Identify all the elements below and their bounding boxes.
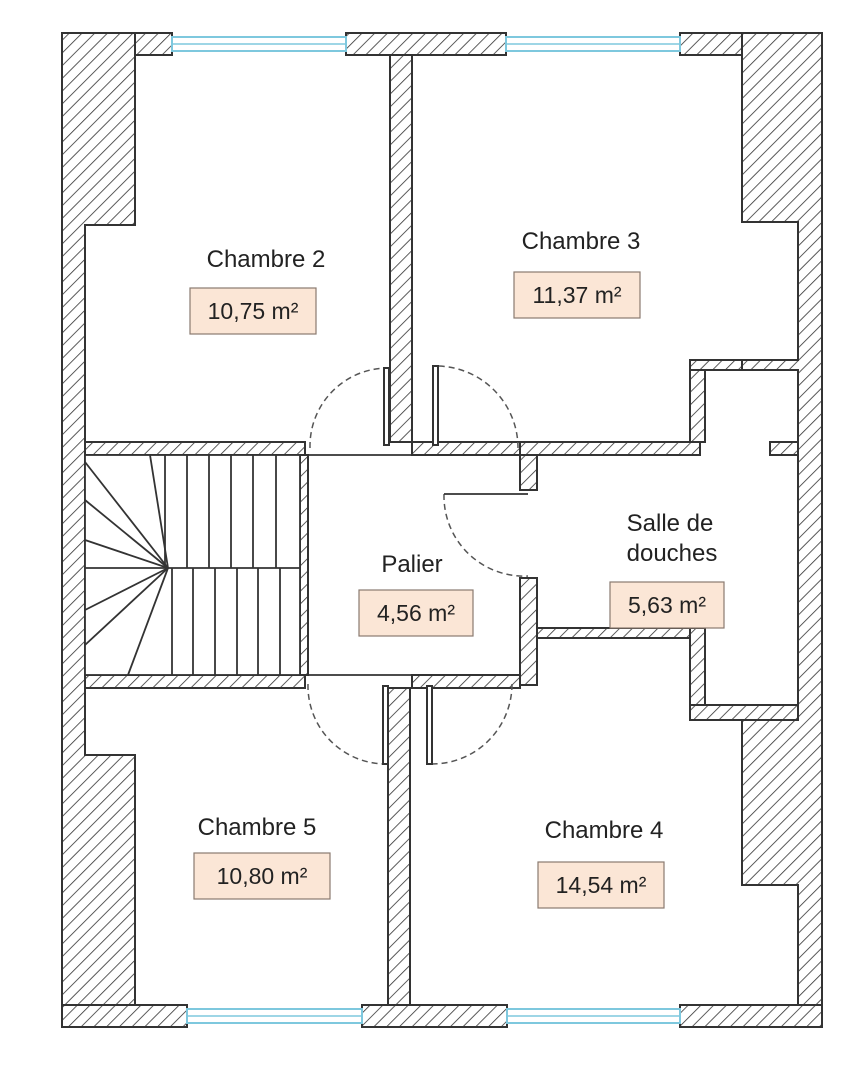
door-chambre-4[interactable] [426,683,513,765]
salle-de-douches-name-line1: Salle de [627,510,714,537]
chambre-2-area: 10,75 m² [208,298,299,324]
chambre-4-area-box [537,861,665,909]
landing-outline [308,454,520,676]
salle-de-douches-name-line2: douches [627,540,718,567]
door-salle-de-douches[interactable] [443,493,529,577]
staircase [84,454,301,676]
wall-closet-upper-side [689,369,706,443]
wall-above-stairs [84,441,306,456]
salle-de-douches-area: 5,63 m² [628,592,706,618]
palier-name: Palier [381,551,442,578]
exterior-walls [61,32,823,1028]
chambre-5-area: 10,80 m² [217,863,308,889]
wall-right [741,32,823,1006]
chambre-2-area-box [189,287,317,335]
wall-above-shower [519,441,701,456]
wall-below-stairs [84,674,306,689]
wall-chambre5-chambre4 [387,687,411,1006]
wall-closet-upper [689,359,743,371]
interior-walls [84,54,799,1006]
room-labels: Chambre 2 10,75 m² Chambre 3 11,37 m² Pa… [189,228,725,909]
chambre-2-name: Chambre 2 [207,246,326,273]
chambre-3-name: Chambre 3 [522,228,641,255]
wall-bottom-right [679,1004,823,1028]
doors [307,365,529,765]
palier-area: 4,56 m² [377,600,455,626]
chambre-3-area: 11,37 m² [532,282,621,308]
chambre-3-area-box [513,271,641,319]
wall-above-landing [411,441,521,456]
door-chambre-2[interactable] [309,367,390,449]
chambre-5-area-box [193,852,331,900]
wall-bottom-left [61,1004,188,1028]
chambre-4-name: Chambre 4 [545,817,664,844]
chambre-4-area: 14,54 m² [556,872,647,898]
palier-area-box [358,589,474,637]
wall-landing-shower [519,454,538,491]
wall-landing-shower-lower [519,577,538,686]
wall-bottom-middle [361,1004,508,1028]
wall-closet-lower-bottom [689,704,799,721]
salle-de-douches-area-box [609,581,725,629]
wall-below-shower [536,627,691,639]
door-chambre-3[interactable] [432,365,519,449]
chambre-5-name: Chambre 5 [198,814,317,841]
windows [171,36,681,1024]
wall-top-middle [345,32,507,56]
wall-stair-right [299,454,309,676]
door-chambre-5[interactable] [307,683,389,765]
wall-chambre2-chambre3 [389,54,413,443]
